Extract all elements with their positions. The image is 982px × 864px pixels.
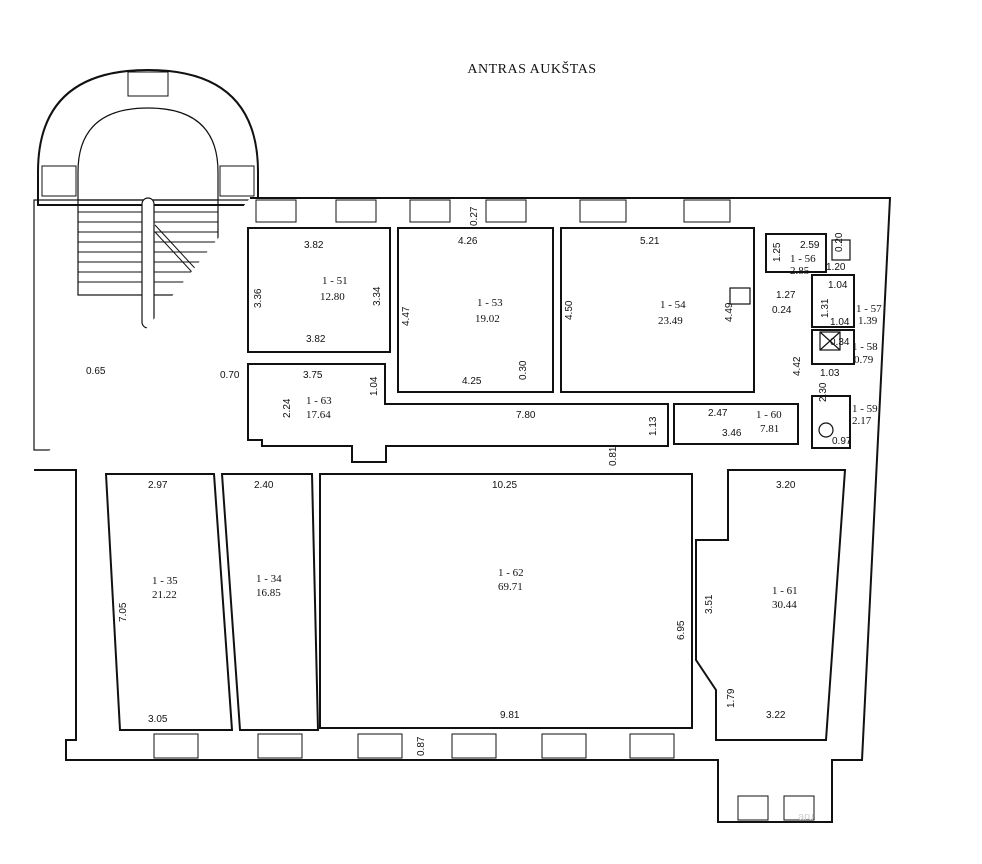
dim-label: 3.82: [306, 334, 326, 345]
dim-label: 3.36: [253, 288, 264, 308]
bottom-windows: [153, 733, 815, 821]
dim-label: 1.03: [820, 368, 840, 379]
room-area: 23.49: [658, 315, 683, 327]
room-1-35: [104, 473, 234, 731]
room-id: 1 - 34: [256, 573, 282, 585]
dim-label: 1.79: [726, 688, 737, 708]
dim-label: 9.81: [500, 710, 520, 721]
dimension-labels: 3.82 3.36 3.34 3.82 4.26 4.47 4.50 4.25 …: [86, 206, 852, 756]
dim-label: 3.22: [766, 710, 786, 721]
dim-label: 3.75: [303, 370, 323, 381]
room-area: 0.79: [854, 354, 874, 366]
room-1-60: [673, 403, 799, 445]
stair-tower: [33, 68, 259, 451]
dim-label: 1.04: [828, 280, 848, 291]
room-area: 21.22: [152, 589, 177, 601]
dim-label: 0.27: [469, 206, 480, 226]
room-id: 1 - 59: [852, 403, 878, 415]
room-1-51: [247, 227, 391, 353]
dim-label: 4.49: [724, 302, 735, 322]
dim-label: 7.80: [516, 410, 536, 421]
dim-label: 3.34: [372, 286, 383, 306]
dim-label: 3.46: [722, 428, 742, 439]
room-area: 7.81: [760, 423, 779, 435]
dim-label: 0.20: [834, 232, 845, 252]
dim-label: 0.30: [518, 360, 529, 380]
room-area: 17.64: [306, 409, 331, 421]
watermark: aru: [798, 811, 814, 823]
dim-label: 1.04: [369, 376, 380, 396]
room-1-59: [811, 395, 851, 449]
dim-label: 2.40: [254, 480, 274, 491]
room-area: 2.17: [852, 415, 872, 427]
room-area: 19.02: [475, 313, 500, 325]
dim-label: 0.97: [832, 436, 852, 447]
room-1-34: [220, 473, 320, 731]
plan-title: ANTRAS AUKŠTAS: [467, 62, 597, 77]
room-id: 1 - 60: [756, 409, 782, 421]
room-id: 1 - 54: [660, 299, 686, 311]
room-area: 30.44: [772, 599, 797, 611]
dim-label: 0.70: [220, 370, 240, 381]
dim-label: 1.20: [826, 262, 846, 273]
room-area: 12.80: [320, 291, 345, 303]
dim-label: 0.81: [608, 446, 619, 466]
room-id: 1 - 56: [790, 253, 816, 265]
room-id: 1 - 35: [152, 575, 178, 587]
room-area: 69.71: [498, 581, 523, 593]
dim-label: 6.95: [676, 620, 687, 640]
top-windows: [255, 199, 731, 223]
room-id: 1 - 62: [498, 567, 524, 579]
dim-label: 2.47: [708, 408, 728, 419]
room-1-54: [560, 227, 755, 393]
dim-label: 4.26: [458, 236, 478, 247]
room-1-61: [695, 469, 847, 741]
dim-label: 5.21: [640, 236, 660, 247]
dim-label: 0.34: [830, 337, 850, 348]
dim-label: 4.50: [564, 300, 575, 320]
room-labels: 1 - 51 12.80 1 - 53 19.02 1 - 54 23.49 1…: [152, 253, 882, 611]
dim-label: 7.05: [118, 602, 129, 622]
room-area: 1.39: [858, 315, 878, 327]
dim-label: 4.25: [462, 376, 482, 387]
dim-label: 3.20: [776, 480, 796, 491]
dim-label: 0.24: [772, 305, 792, 316]
room-id: 1 - 57: [856, 303, 882, 315]
dim-label: 2.24: [282, 398, 293, 418]
room-id: 1 - 53: [477, 297, 503, 309]
room-1-57: [811, 274, 855, 328]
dim-label: 3.51: [704, 594, 715, 614]
room-area: 2.85: [790, 265, 810, 277]
dim-label: 1.27: [776, 290, 796, 301]
dim-label: 4.42: [792, 356, 803, 376]
room-id: 1 - 61: [772, 585, 798, 597]
dim-label: 3.05: [148, 714, 168, 725]
dim-label: 4.47: [401, 306, 412, 326]
room-1-58: [811, 329, 855, 365]
dim-label: 1.13: [648, 416, 659, 436]
dim-label: 2.97: [148, 480, 168, 491]
room-id: 1 - 51: [322, 275, 348, 287]
room-1-62: [319, 473, 693, 729]
dim-label: 1.31: [820, 298, 831, 318]
dim-label: 0.65: [86, 366, 106, 377]
dim-label: 0.87: [416, 736, 427, 756]
room-area: 16.85: [256, 587, 281, 599]
dim-label: 10.25: [492, 480, 517, 491]
room-id: 1 - 63: [306, 395, 332, 407]
room-id: 1 - 58: [852, 341, 878, 353]
dim-label: 2.30: [818, 382, 829, 402]
room-1-63: [247, 363, 669, 463]
dim-label: 1.04: [830, 317, 850, 328]
room-1-53: [397, 227, 554, 393]
dim-label: 1.25: [772, 242, 783, 262]
dim-label: 3.82: [304, 240, 324, 251]
room-1-56: [765, 233, 827, 273]
dim-label: 2.59: [800, 240, 820, 251]
